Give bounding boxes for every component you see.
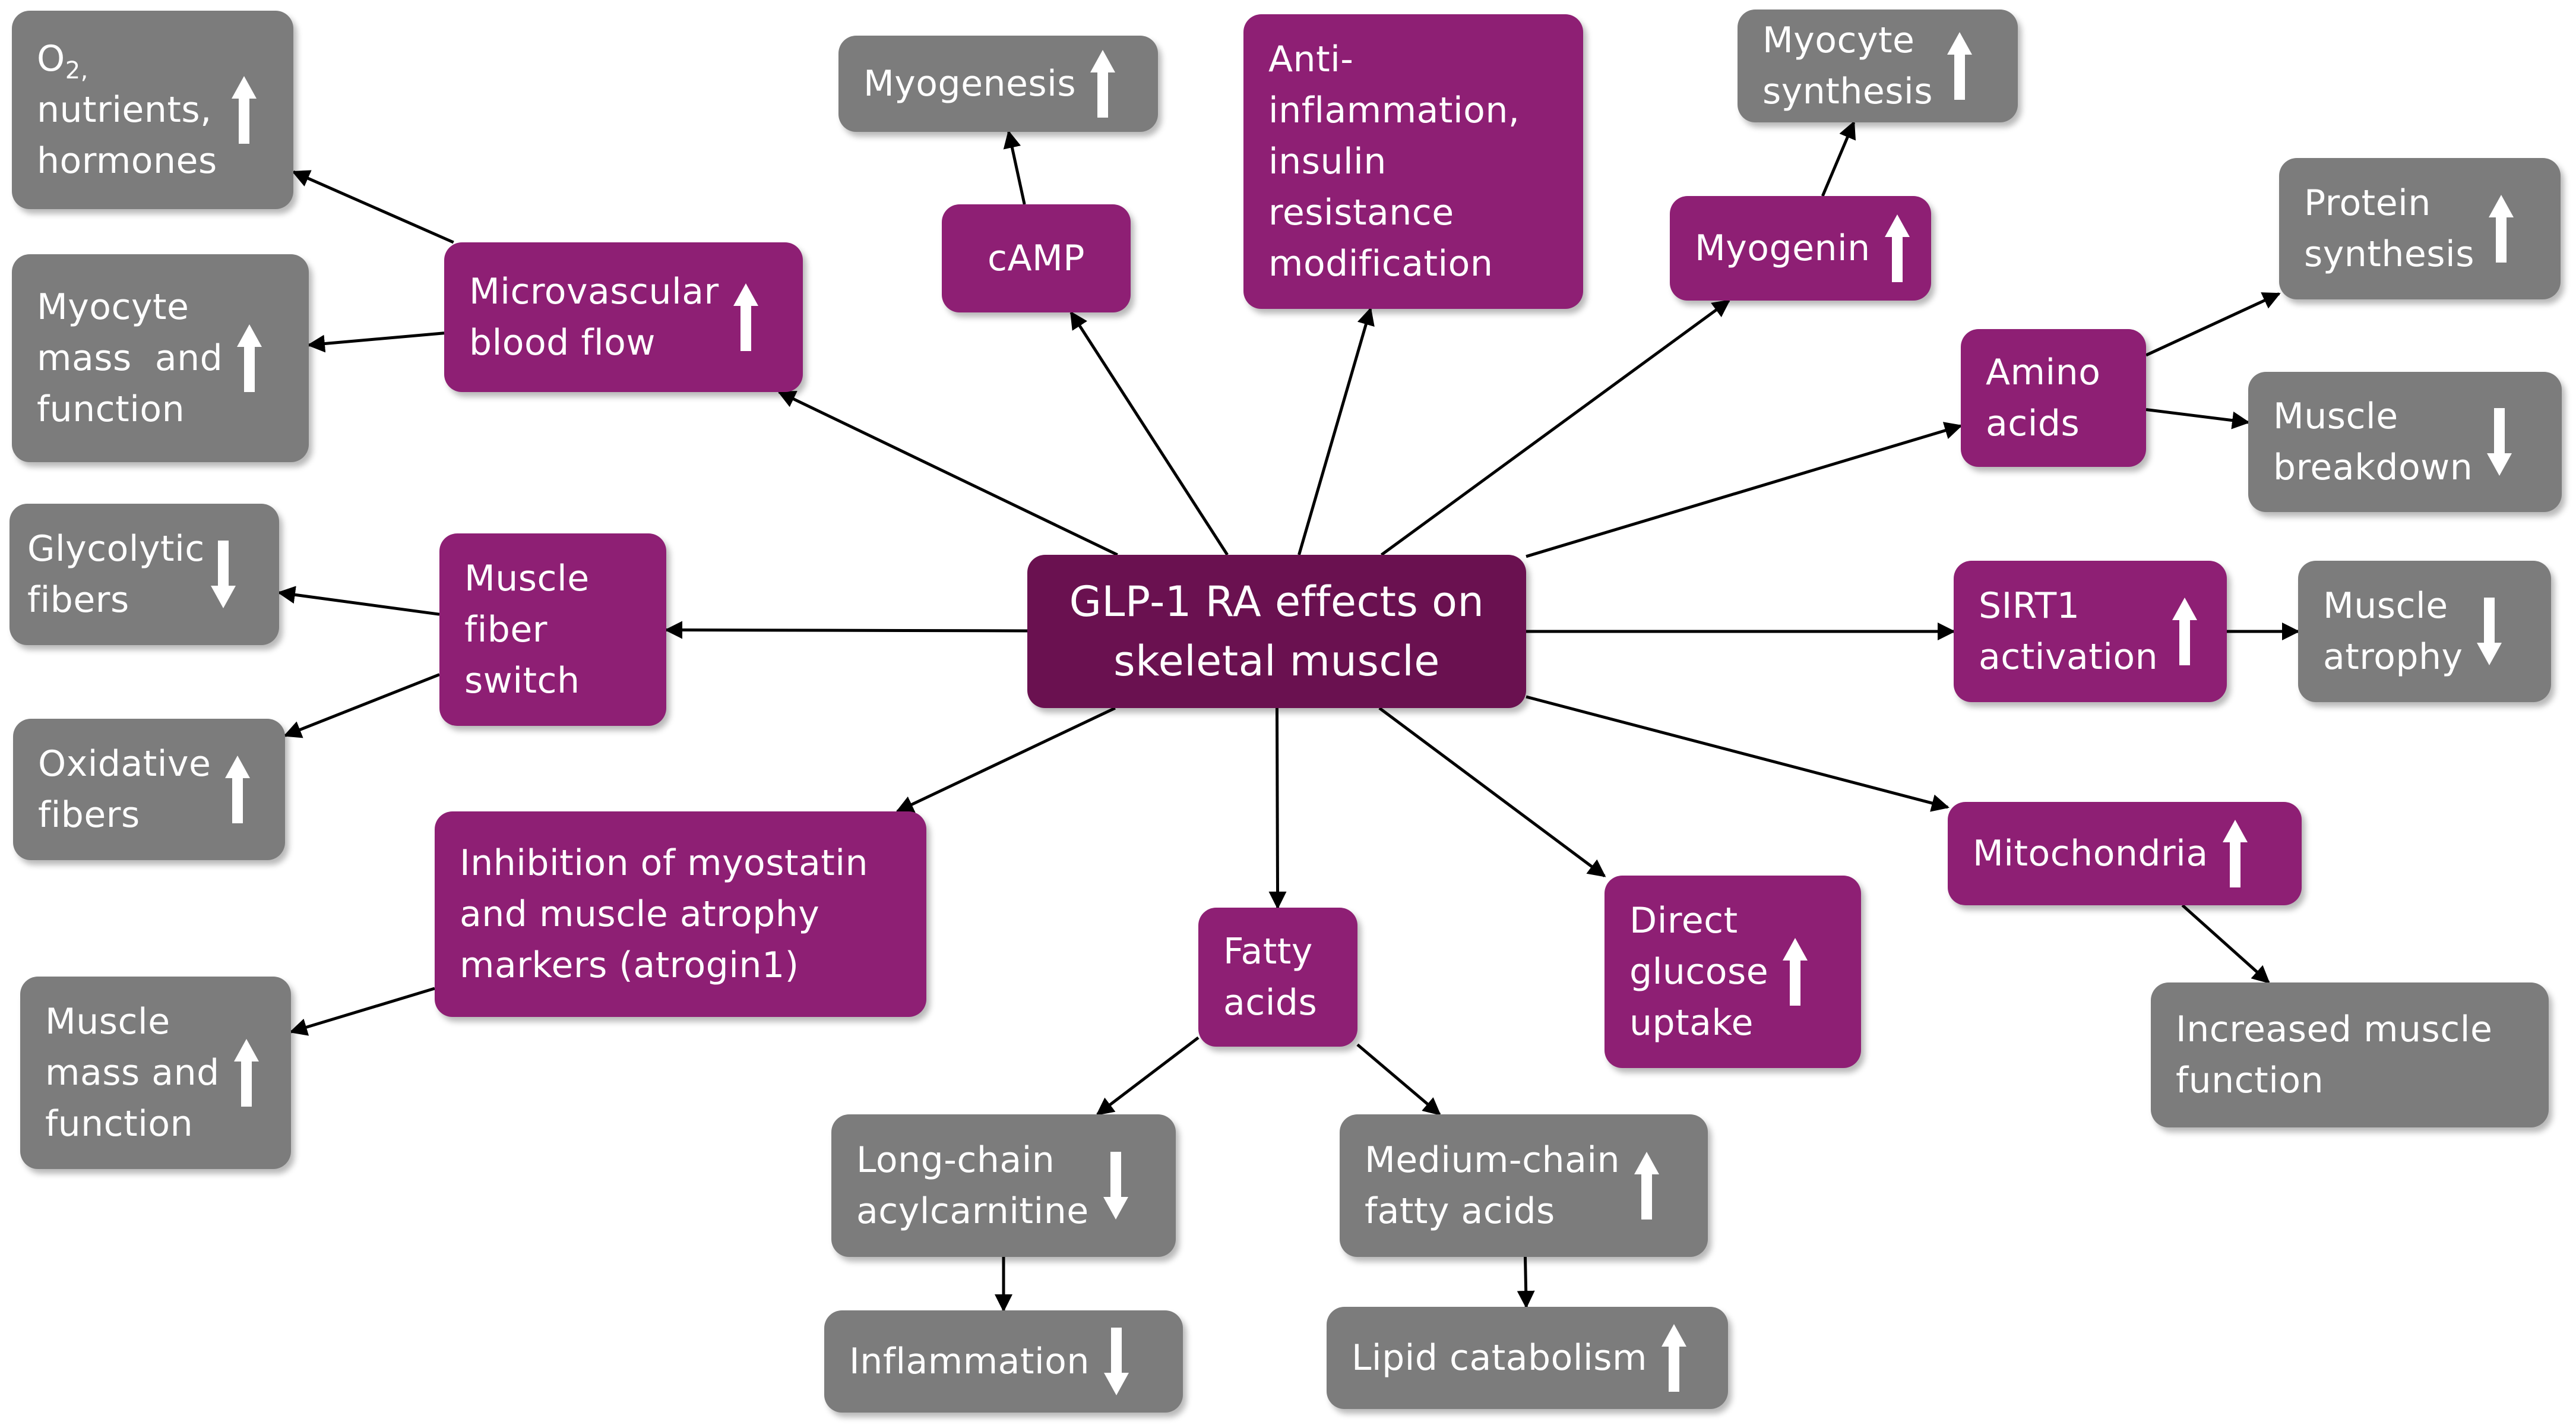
muscle-mass-function-bottom-label: Muscle mass and function xyxy=(45,1001,220,1145)
connector-medium-chain-to-lipid-catabolism xyxy=(1517,1256,1535,1309)
myogenesis-node: Myogenesis xyxy=(838,36,1158,132)
mitochondria-node: Mitochondria xyxy=(1948,802,2302,905)
medium-chain-fatty-acids-label: Medium-chain fatty acids xyxy=(1365,1139,1621,1232)
amino-acids-node: Amino acids xyxy=(1961,329,2146,467)
up-arrow-icon xyxy=(1781,937,1809,1007)
o2-main: O xyxy=(37,38,65,80)
camp-node: cAMP xyxy=(942,204,1131,312)
anti-inflammation-node: Anti- inflammation, insulin resistance m… xyxy=(1243,14,1583,309)
muscle-breakdown-node: Muscle breakdown xyxy=(2248,372,2562,512)
o2-rest: nutrients, hormones xyxy=(37,89,217,182)
connector-center-to-microvascular xyxy=(777,390,1118,557)
protein-synthesis-label: Protein synthesis xyxy=(2304,182,2474,275)
connector-center-to-myostatin xyxy=(895,706,1116,813)
lipid-catabolism-label: Lipid catabolism xyxy=(1352,1337,1647,1379)
long-chain-acylcarnitine-node: Long-chain acylcarnitine xyxy=(831,1114,1176,1257)
connector-camp-to-myogenesis xyxy=(1003,130,1026,205)
o2-nutrients-hormones-label: O2, nutrients, hormones xyxy=(37,33,217,187)
up-arrow-icon xyxy=(233,1038,260,1108)
up-arrow-icon xyxy=(1660,1323,1688,1393)
muscle-mass-function-bottom-node: Muscle mass and function xyxy=(20,977,291,1169)
connector-fatty-acids-to-long-chain xyxy=(1096,1036,1200,1116)
connector-center-to-anti-inflammation xyxy=(1298,307,1375,555)
long-chain-acylcarnitine-label: Long-chain acylcarnitine xyxy=(856,1139,1089,1232)
up-arrow-icon xyxy=(1089,49,1116,119)
connector-amino-acids-to-protein-synthesis xyxy=(2145,292,2281,357)
protein-synthesis-node: Protein synthesis xyxy=(2279,158,2561,299)
up-arrow-icon xyxy=(230,75,258,145)
inflammation-node: Inflammation xyxy=(824,1310,1183,1413)
connector-mitochondria-to-increased-function xyxy=(2181,904,2270,984)
connector-center-to-mitochondria xyxy=(1526,695,1950,812)
increased-muscle-function-node: Increased muscle function xyxy=(2151,982,2549,1127)
center-node-label: GLP-1 RA effects on skeletal muscle xyxy=(1069,577,1485,685)
muscle-fiber-switch-label: Muscle fiber switch xyxy=(464,558,590,702)
myogenin-node: Myogenin xyxy=(1670,196,1931,301)
myocyte-synthesis-node: Myocyte synthesis xyxy=(1738,10,2018,122)
myocyte-synthesis-label: Myocyte synthesis xyxy=(1762,20,1933,112)
connector-center-to-myogenin xyxy=(1380,299,1731,557)
muscle-fiber-switch-node: Muscle fiber switch xyxy=(439,533,666,726)
o2-nutrients-hormones-node: O2, nutrients, hormones xyxy=(12,11,293,209)
direct-glucose-uptake-node: Direct glucose uptake xyxy=(1605,876,1861,1068)
up-arrow-icon xyxy=(732,282,759,352)
myogenesis-label: Myogenesis xyxy=(863,63,1077,105)
connector-microvascular-to-myocyte-mass-top xyxy=(307,331,445,353)
connector-myogenin-to-myocyte-synthesis xyxy=(1821,121,1856,197)
direct-glucose-uptake-label: Direct glucose uptake xyxy=(1629,900,1769,1044)
down-arrow-icon xyxy=(2476,596,2503,666)
up-arrow-icon xyxy=(1633,1151,1660,1221)
down-arrow-icon xyxy=(1102,1151,1129,1221)
myocyte-mass-function-top-node: Myocyte mass and function xyxy=(12,254,309,462)
lipid-catabolism-node: Lipid catabolism xyxy=(1327,1307,1728,1409)
medium-chain-fatty-acids-node: Medium-chain fatty acids xyxy=(1340,1114,1708,1257)
fatty-acids-label: Fatty acids xyxy=(1223,931,1318,1023)
myostatin-inhibition-node: Inhibition of myostatin and muscle atrop… xyxy=(435,811,926,1017)
fatty-acids-node: Fatty acids xyxy=(1198,908,1357,1047)
up-arrow-icon xyxy=(1884,213,1911,283)
inflammation-label: Inflammation xyxy=(849,1341,1090,1382)
o2-subscript: 2, xyxy=(65,57,88,84)
microvascular-blood-flow-label: Microvascular blood flow xyxy=(469,271,719,364)
connector-myostatin-to-muscle-mass-bottom xyxy=(289,987,435,1036)
up-arrow-icon xyxy=(2488,194,2515,264)
down-arrow-icon xyxy=(1103,1326,1130,1397)
down-arrow-icon xyxy=(210,539,237,609)
increased-muscle-function-label: Increased muscle function xyxy=(2176,1009,2493,1101)
glycolytic-fibers-label: Glycolytic fibers xyxy=(27,528,205,621)
myogenin-label: Myogenin xyxy=(1695,228,1871,269)
mitochondria-label: Mitochondria xyxy=(1973,833,2208,874)
down-arrow-icon xyxy=(2486,407,2513,477)
oxidative-fibers-node: Oxidative fibers xyxy=(13,719,285,860)
muscle-atrophy-label: Muscle atrophy xyxy=(2323,585,2463,678)
connector-muscle-fiber-switch-to-oxidative xyxy=(283,673,440,738)
connector-center-to-direct-glucose xyxy=(1378,706,1606,877)
muscle-breakdown-label: Muscle breakdown xyxy=(2273,396,2473,488)
up-arrow-icon xyxy=(236,323,263,393)
myostatin-inhibition-label: Inhibition of myostatin and muscle atrop… xyxy=(460,842,869,986)
amino-acids-label: Amino acids xyxy=(1986,352,2101,444)
up-arrow-icon xyxy=(1946,31,1973,101)
connector-center-to-amino-acids xyxy=(1526,422,1963,558)
connector-microvascular-to-o2 xyxy=(292,170,454,244)
sirt1-activation-label: SIRT1 activation xyxy=(1979,585,2159,678)
glycolytic-fibers-node: Glycolytic fibers xyxy=(10,504,279,645)
connector-muscle-fiber-switch-to-glycolytic xyxy=(277,586,440,616)
muscle-atrophy-node: Muscle atrophy xyxy=(2298,561,2551,702)
oxidative-fibers-label: Oxidative fibers xyxy=(38,743,211,836)
camp-label: cAMP xyxy=(988,238,1085,279)
myocyte-mass-function-top-label: Myocyte mass and function xyxy=(37,286,223,430)
connector-fatty-acids-to-medium-chain xyxy=(1356,1043,1441,1116)
center-node: GLP-1 RA effects on skeletal muscle xyxy=(1027,555,1526,708)
sirt1-activation-node: SIRT1 activation xyxy=(1954,561,2227,702)
up-arrow-icon xyxy=(2221,819,2249,889)
connector-amino-acids-to-muscle-breakdown xyxy=(2145,408,2250,429)
up-arrow-icon xyxy=(224,754,251,824)
anti-inflammation-label: Anti- inflammation, insulin resistance m… xyxy=(1268,39,1520,285)
microvascular-blood-flow-node: Microvascular blood flow xyxy=(444,242,803,392)
connector-center-to-camp xyxy=(1069,311,1229,556)
up-arrow-icon xyxy=(2171,596,2198,666)
